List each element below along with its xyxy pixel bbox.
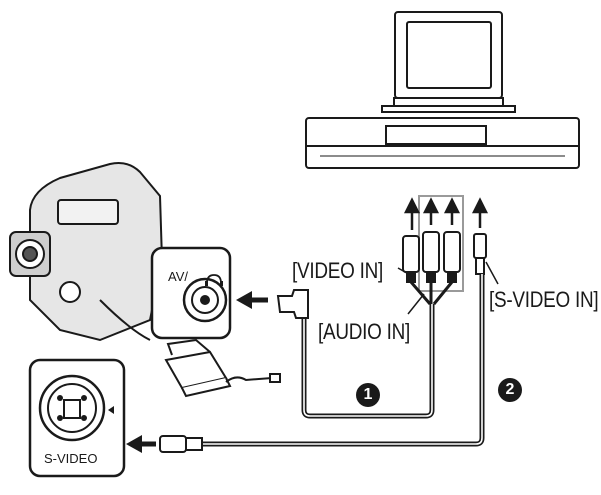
s-video-jack-callout — [28, 358, 126, 478]
power-adapter-icon — [164, 338, 281, 398]
audio-in-label: [AUDIO IN] — [318, 319, 411, 344]
step-two-badge: 2 — [498, 378, 522, 402]
tv-icon — [381, 11, 516, 113]
vcr-icon — [305, 117, 580, 169]
av-jack-callout — [150, 246, 232, 340]
s-video-jack-label: S-VIDEO — [44, 451, 98, 466]
av-mini-plug-icon — [276, 289, 309, 319]
camcorder-icon — [9, 162, 164, 342]
s-video-in-label: [S-VIDEO IN] — [489, 287, 599, 312]
s-video-plug-icon — [473, 233, 487, 275]
av-cable-fan — [409, 281, 454, 305]
headphone-icon — [206, 274, 222, 284]
arrow-to-s-video-jack — [126, 435, 156, 453]
video-in-label: [VIDEO IN] — [292, 258, 383, 283]
arrow-to-av-jack — [236, 291, 268, 309]
input-arrows — [403, 197, 489, 230]
av-jack-label: AV/ — [168, 269, 188, 284]
step-one-badge: 1 — [356, 383, 380, 407]
s-video-mini-plug-icon — [159, 435, 203, 453]
rca-plugs-icon — [402, 231, 461, 283]
label-leader-lines — [397, 261, 499, 315]
